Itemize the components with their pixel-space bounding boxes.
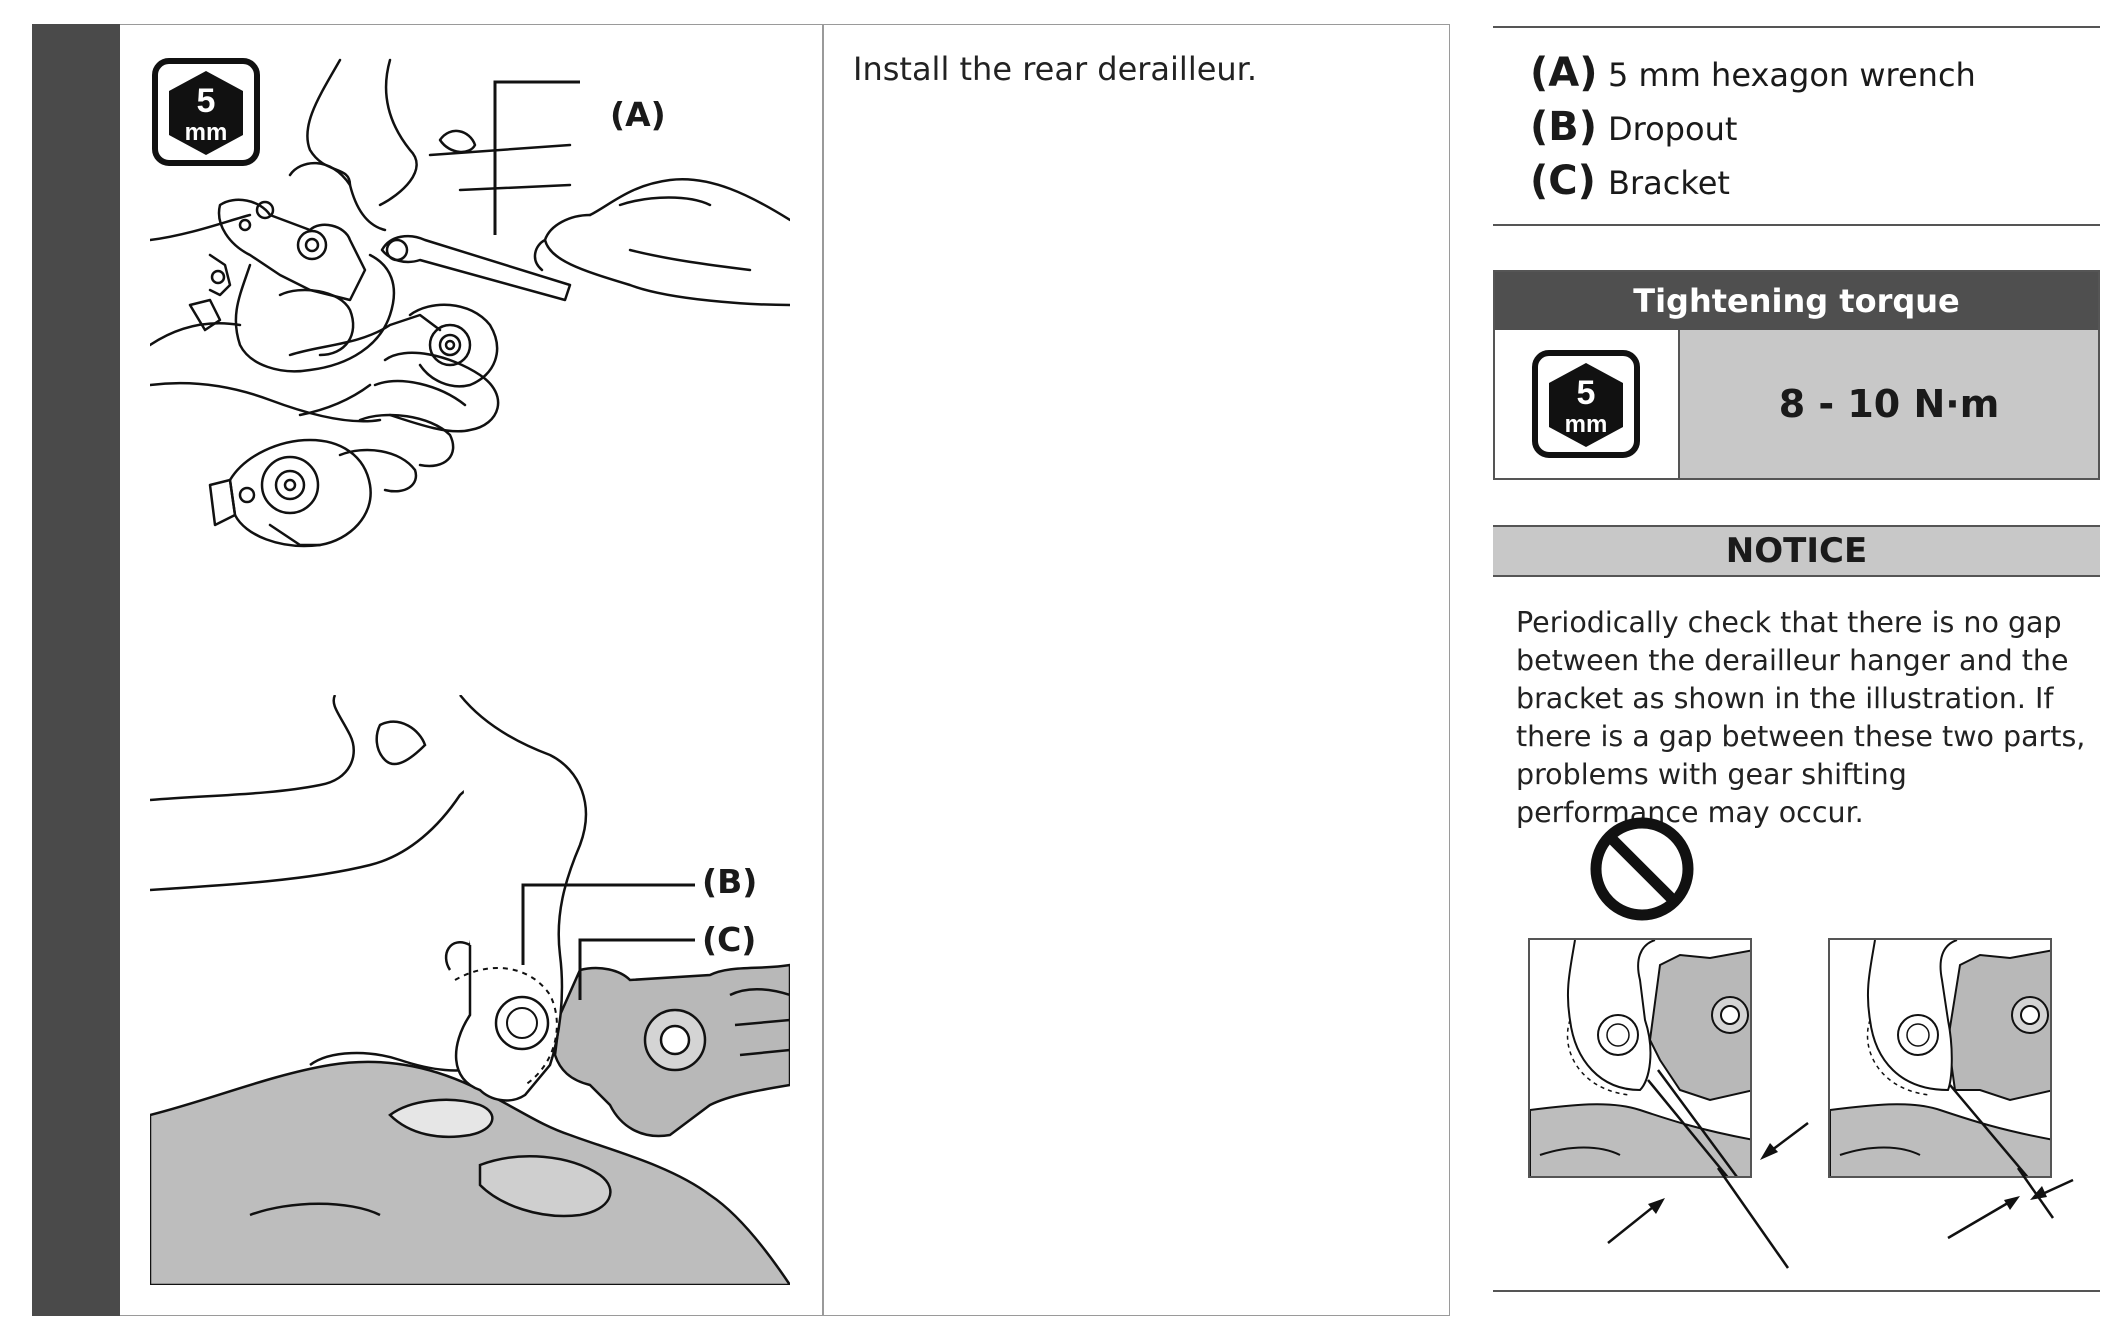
instruction-text: Install the rear derailleur. — [853, 50, 1258, 88]
derailleur-install-illustration — [148, 55, 792, 660]
badge-number: 5 — [1577, 374, 1596, 412]
legend-label: Bracket — [1608, 164, 1730, 202]
torque-table: Tightening torque 5 mm 8 - 10 N·m — [1493, 270, 2100, 480]
side-bar — [32, 24, 120, 1316]
legend-item-b: (B) Dropout — [1530, 104, 1737, 150]
callout-a: (A) — [610, 95, 666, 134]
bottom-rule — [1493, 1290, 2100, 1292]
legend-key: (A) — [1530, 50, 1598, 96]
notice-heading: NOTICE — [1493, 525, 2100, 577]
hex-wrench-5mm-icon: 5 mm — [152, 58, 260, 166]
torque-heading: Tightening torque — [1495, 272, 2098, 330]
badge-unit: mm — [1565, 411, 1608, 438]
legend-item-c: (C) Bracket — [1530, 158, 1730, 204]
torque-value: 8 - 10 N·m — [1680, 330, 2098, 478]
notice-text: Periodically check that there is no gap … — [1516, 606, 2086, 829]
legend-key: (C) — [1530, 158, 1596, 204]
legend-label: 5 mm hexagon wrench — [1608, 56, 1976, 94]
badge-number: 5 — [197, 82, 216, 120]
legend-bottom-rule — [1493, 224, 2100, 226]
callout-b: (B) — [702, 862, 758, 901]
legend-key: (B) — [1530, 104, 1598, 150]
column-divider — [822, 24, 824, 1316]
badge-unit: mm — [185, 119, 228, 146]
torque-tool-cell: 5 mm — [1495, 330, 1680, 478]
gap-incorrect-detail — [1528, 938, 1809, 1269]
dropout-bracket-illustration — [148, 694, 793, 1287]
prohibited-icon — [1588, 815, 1696, 923]
callout-c: (C) — [702, 920, 757, 959]
legend-label: Dropout — [1608, 110, 1738, 148]
no-gap-correct-detail — [1828, 938, 2074, 1240]
top-rule — [1493, 26, 2100, 28]
legend-item-a: (A) 5 mm hexagon wrench — [1530, 50, 1976, 96]
hex-wrench-5mm-icon: 5 mm — [1532, 350, 1640, 458]
